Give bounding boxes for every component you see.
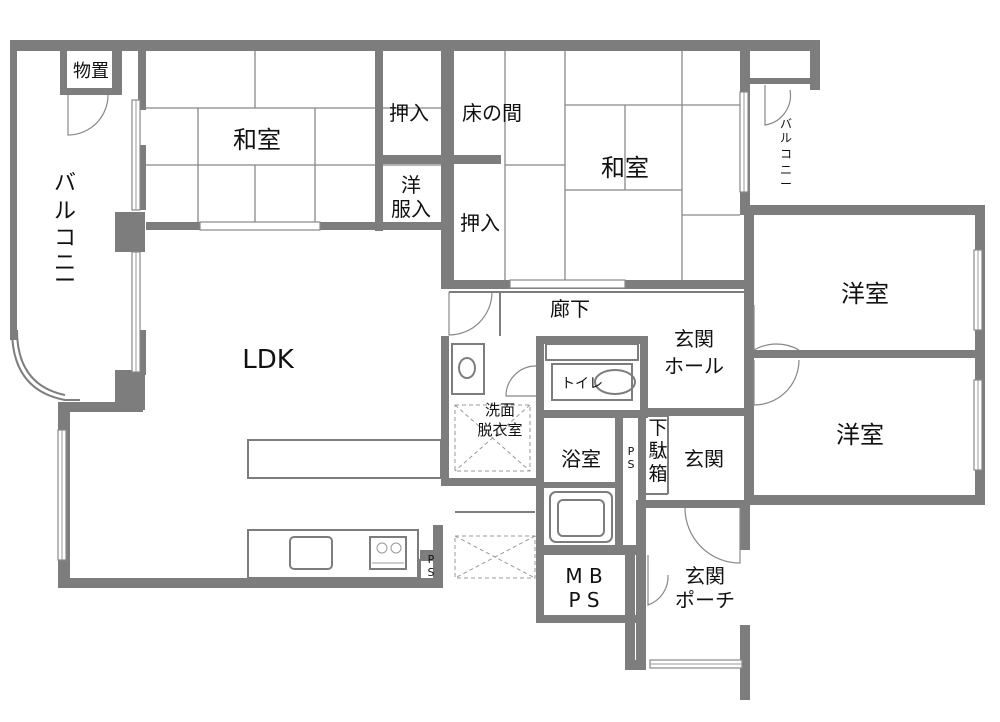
svg-text:バ: バ [780,117,792,131]
room-ldk: LDK [242,345,295,375]
room-yokushitsu: 浴室 [561,447,601,471]
svg-text:ー: ー [54,269,76,294]
room-oshiire-2: 押入 [460,211,500,235]
room-ps-1: P S [628,445,635,471]
room-rouka: 廊下 [550,297,590,321]
room-storage: 物置 [73,61,109,82]
room-senmen-1: 洗面 [485,401,515,419]
room-genkan-hall-1: 玄関 [674,327,714,351]
room-genkan-porch-1: 玄関 [685,564,725,588]
room-washitsu-right: 和室 [601,154,649,182]
room-ps-2: P S [428,553,435,579]
svg-text:P: P [628,445,635,458]
svg-text:ニ: ニ [54,251,76,276]
room-tokonoma: 床の間 [462,101,522,125]
windows [57,91,983,669]
svg-text:コ: コ [54,226,76,251]
svg-text:箱: 箱 [648,463,667,485]
room-senmen-2: 脱衣室 [477,421,522,439]
room-oshiire-1: 押入 [389,101,429,125]
svg-text:P: P [428,553,435,566]
svg-text:S: S [428,566,435,579]
walls [10,40,985,700]
svg-text:ル: ル [54,199,76,224]
svg-text:駄: 駄 [648,440,667,462]
room-youshitsu-1: 洋室 [841,280,889,308]
room-genkan: 玄関 [684,447,724,471]
room-genkan-hall-2: ホール [664,354,724,378]
room-yofukuire-2: 服入 [391,197,431,221]
room-washitsu-left: 和室 [233,126,281,154]
balcony-left-outline [11,50,80,401]
svg-text:ー: ー [780,177,792,191]
svg-text:コ: コ [780,147,792,161]
tatami-right [504,51,740,280]
room-toilet: トイレ [561,376,603,392]
svg-text:下: 下 [648,417,667,439]
svg-text:ニ: ニ [780,163,792,177]
room-genkan-porch-2: ポーチ [675,588,735,612]
room-mbps-2: P S [568,588,599,612]
room-yofukuire-1: 洋 [401,173,421,197]
svg-text:S: S [628,458,635,471]
fixtures [247,291,745,581]
svg-text:バ: バ [54,171,76,196]
tatami-left [146,51,441,222]
room-mbps-1: M B [565,564,602,588]
room-getabako: 下 駄 箱 [648,417,667,485]
room-balcony-small: バ ル コ ニ ー [780,117,792,191]
room-balcony-left: バ ル コ ニ ー [54,171,76,294]
svg-text:ル: ル [780,131,792,145]
room-youshitsu-2: 洋室 [836,421,884,449]
doors [67,85,800,606]
